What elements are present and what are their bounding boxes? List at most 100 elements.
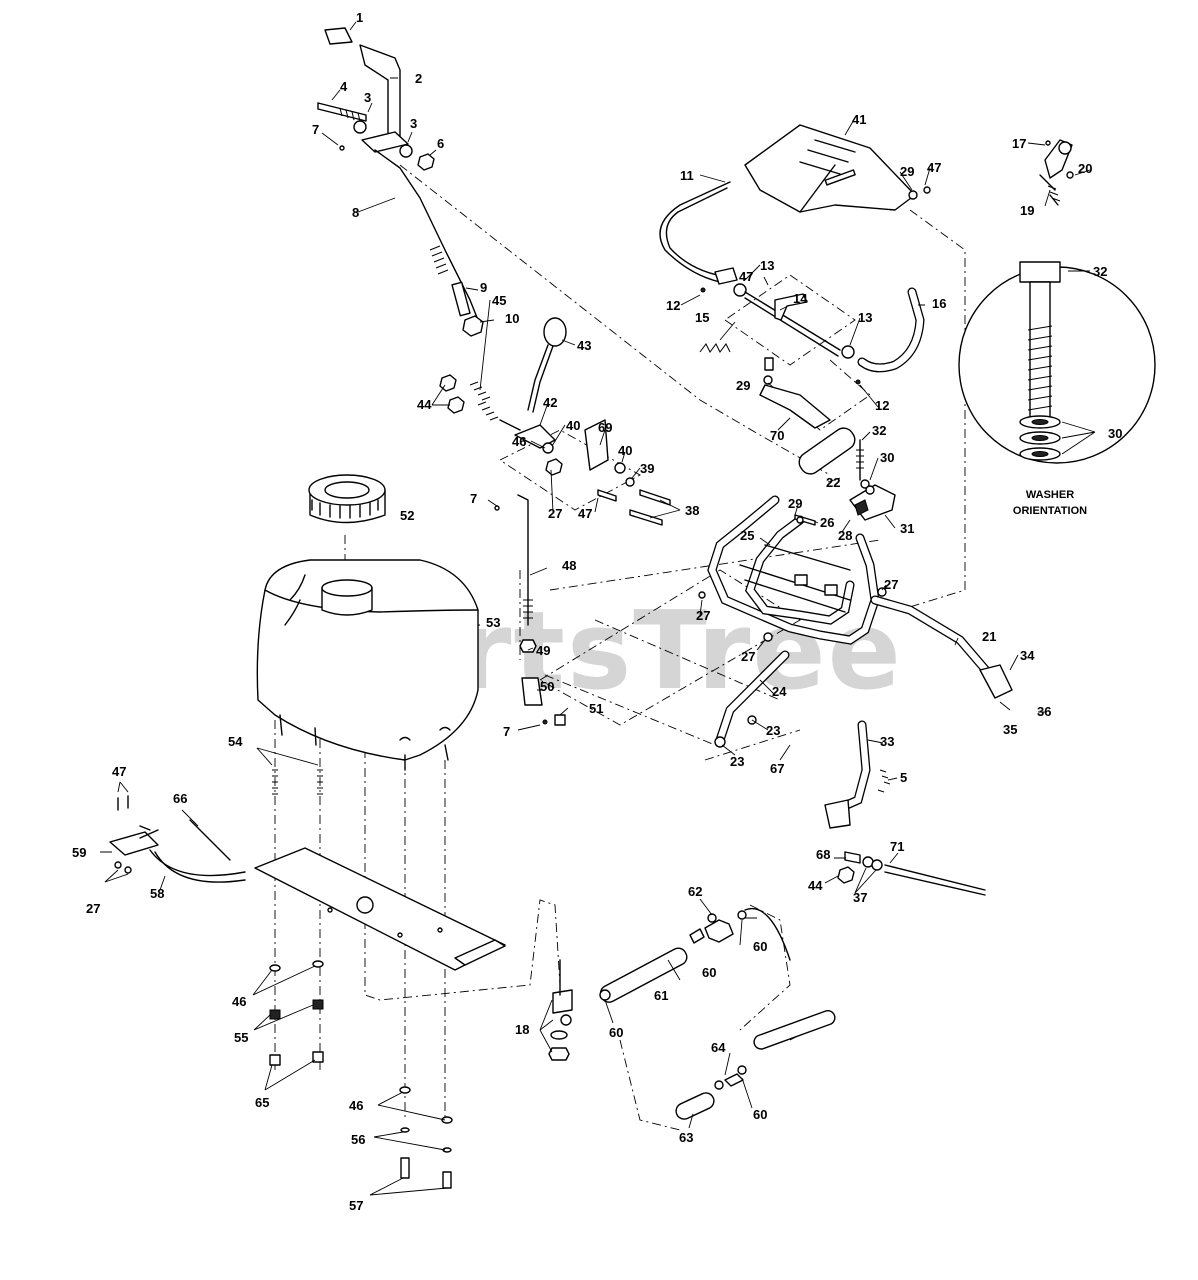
callout-label: 31	[900, 521, 914, 536]
callout-label: 47	[578, 506, 592, 521]
callout-label: 58	[150, 886, 164, 901]
part-rod-clevis	[517, 494, 566, 726]
callout-label: 35	[1003, 722, 1017, 737]
callout-leaders	[100, 21, 1091, 1196]
callout-label: 46	[512, 434, 526, 449]
detail-label-32: 32	[1093, 264, 1107, 279]
callout-label: 27	[741, 649, 755, 664]
callout-label: 13	[858, 310, 872, 325]
callout-label: 60	[702, 965, 716, 980]
callout-labels: 1 2 3 4 3 6 7 8 9 10 11 12 13 14 15 13 1…	[72, 10, 1092, 1213]
part-fuel-line	[548, 908, 836, 1120]
callout-label: 10	[505, 311, 519, 326]
part-brake-lever	[109, 795, 246, 883]
callout-label: 67	[770, 761, 784, 776]
callout-label: 47	[927, 160, 941, 175]
callout-label: 70	[770, 428, 784, 443]
callout-label: 33	[880, 734, 894, 749]
callout-label: 32	[872, 423, 886, 438]
callout-label: 47	[739, 269, 753, 284]
callout-label: 61	[654, 988, 668, 1003]
callout-label: 47	[112, 764, 126, 779]
callout-label: 4	[340, 79, 348, 94]
callout-label: 57	[349, 1198, 363, 1213]
callout-label: 22	[826, 475, 840, 490]
callout-label: 54	[228, 734, 243, 749]
callout-label: 37	[853, 890, 867, 905]
callout-label: 46	[349, 1098, 363, 1113]
callout-label: 71	[890, 839, 904, 854]
callout-label: 25	[740, 528, 754, 543]
callout-label: 28	[838, 528, 852, 543]
callout-label: 2	[415, 71, 422, 86]
callout-label: 18	[515, 1022, 529, 1037]
callout-label: 53	[486, 615, 500, 630]
callout-label: 19	[1020, 203, 1034, 218]
callout-label: 26	[820, 515, 834, 530]
callout-label: 42	[543, 395, 557, 410]
callout-label: 50	[540, 679, 554, 694]
detail-caption-line1: WASHER	[1026, 489, 1074, 501]
callout-label: 40	[566, 418, 580, 433]
part-throttle-lower	[824, 720, 986, 896]
callout-label: 60	[609, 1025, 623, 1040]
callout-label: 46	[232, 994, 246, 1009]
callout-label: 41	[852, 112, 866, 127]
callout-label: 36	[1037, 704, 1051, 719]
callout-label: 62	[688, 884, 702, 899]
callout-label: 29	[788, 496, 802, 511]
callout-label: 3	[364, 90, 371, 105]
callout-label: 27	[548, 506, 562, 521]
callout-label: 27	[884, 577, 898, 592]
callout-label: 21	[982, 629, 996, 644]
callout-label: 17	[1012, 136, 1026, 151]
callout-label: 16	[932, 296, 946, 311]
callout-label: 27	[696, 608, 710, 623]
callout-label: 3	[410, 116, 417, 131]
part-bracket-70	[759, 357, 831, 429]
callout-label: 27	[86, 901, 100, 916]
part-handlebar-frame	[698, 427, 1013, 748]
part-studs	[269, 769, 453, 1189]
callout-label: 7	[312, 122, 319, 137]
detail-caption-line2: ORIENTATION	[1013, 505, 1087, 517]
callout-label: 64	[711, 1040, 726, 1055]
washer-detail-view: WASHER ORIENTATION 32 30	[958, 261, 1156, 517]
callout-label: 1	[356, 10, 363, 25]
callout-label: 48	[562, 558, 576, 573]
callout-label: 24	[772, 684, 787, 699]
callout-label: 15	[695, 310, 709, 325]
callout-label: 40	[618, 443, 632, 458]
callout-label: 59	[72, 845, 86, 860]
part-bracket-plate	[744, 124, 931, 213]
callout-label: 23	[730, 754, 744, 769]
callout-label: 20	[1078, 161, 1092, 176]
callout-label: 39	[640, 461, 654, 476]
callout-label: 44	[417, 397, 432, 412]
callout-label: 30	[880, 450, 894, 465]
part-handle-lever	[317, 27, 484, 337]
callout-label: 8	[352, 205, 359, 220]
callout-label: 12	[666, 298, 680, 313]
callout-label: 7	[503, 724, 510, 739]
callout-label: 60	[753, 939, 767, 954]
callout-label: 11	[680, 168, 694, 183]
part-cable-and-shaft	[659, 181, 925, 385]
callout-label: 69	[598, 420, 612, 435]
callout-label: 9	[480, 280, 487, 295]
callout-label: 63	[679, 1130, 693, 1145]
callout-label: 14	[793, 291, 808, 306]
detail-label-30: 30	[1108, 426, 1122, 441]
callout-label: 29	[736, 378, 750, 393]
callout-label: 43	[577, 338, 591, 353]
part-clamp	[794, 439, 896, 526]
callout-label: 44	[808, 878, 823, 893]
part-switch	[1039, 139, 1074, 206]
part-control-lever	[439, 317, 671, 526]
callout-label: 51	[589, 701, 603, 716]
callout-label: 52	[400, 508, 414, 523]
callout-label: 29	[900, 164, 914, 179]
part-fuel-tank	[256, 474, 479, 771]
callout-label: 56	[351, 1132, 365, 1147]
callout-label: 5	[900, 770, 907, 785]
